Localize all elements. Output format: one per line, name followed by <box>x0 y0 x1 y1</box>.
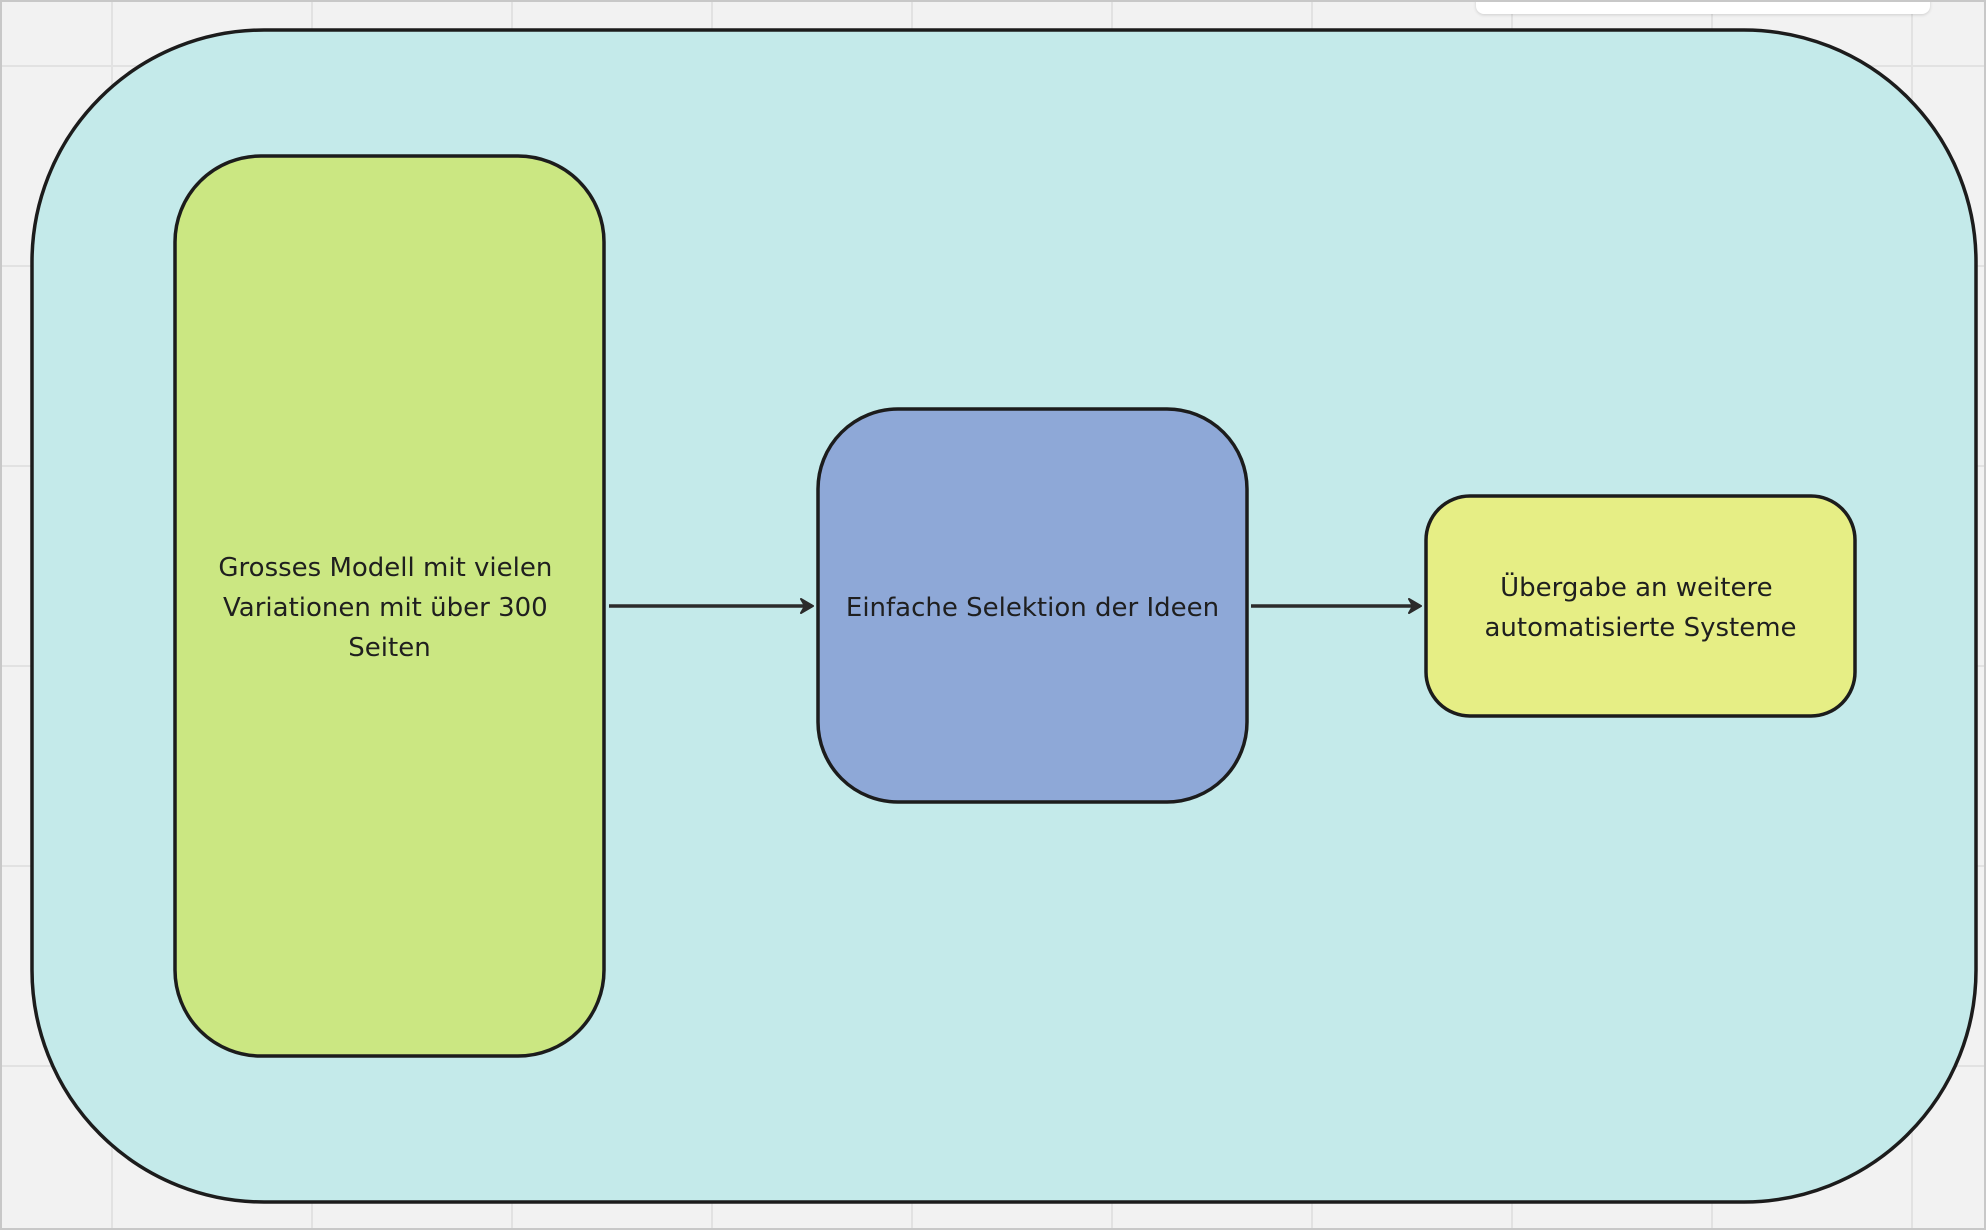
node-large-model-label: Grosses Modell mit vielen Variationen mi… <box>218 553 560 663</box>
node-large-model-shape[interactable] <box>173 154 606 1058</box>
node-selection[interactable]: Einfache Selektion der Ideen <box>816 407 1249 804</box>
node-selection-label: Einfache Selektion der Ideen <box>846 593 1219 623</box>
top-toolbar[interactable] <box>1476 2 1930 14</box>
node-large-model-label-line-2: Variationen mit über 300 <box>223 593 548 623</box>
node-handover-label-line-1: Übergabe an weitere <box>1500 571 1772 603</box>
node-handover[interactable]: Übergabe an weitere automatisierte Syste… <box>1424 494 1857 718</box>
node-selection-shape[interactable] <box>816 407 1249 804</box>
node-handover-shape[interactable] <box>1424 494 1857 718</box>
node-large-model-label-line-1: Grosses Modell mit vielen <box>218 553 552 583</box>
node-large-model[interactable]: Grosses Modell mit vielen Variationen mi… <box>173 154 606 1058</box>
node-selection-label-line-1: Einfache Selektion der Ideen <box>846 593 1219 623</box>
node-handover-label-line-2: automatisierte Systeme <box>1484 613 1796 643</box>
node-handover-label: Übergabe an weitere automatisierte Syste… <box>1484 571 1796 643</box>
node-large-model-label-line-3: Seiten <box>348 633 430 663</box>
